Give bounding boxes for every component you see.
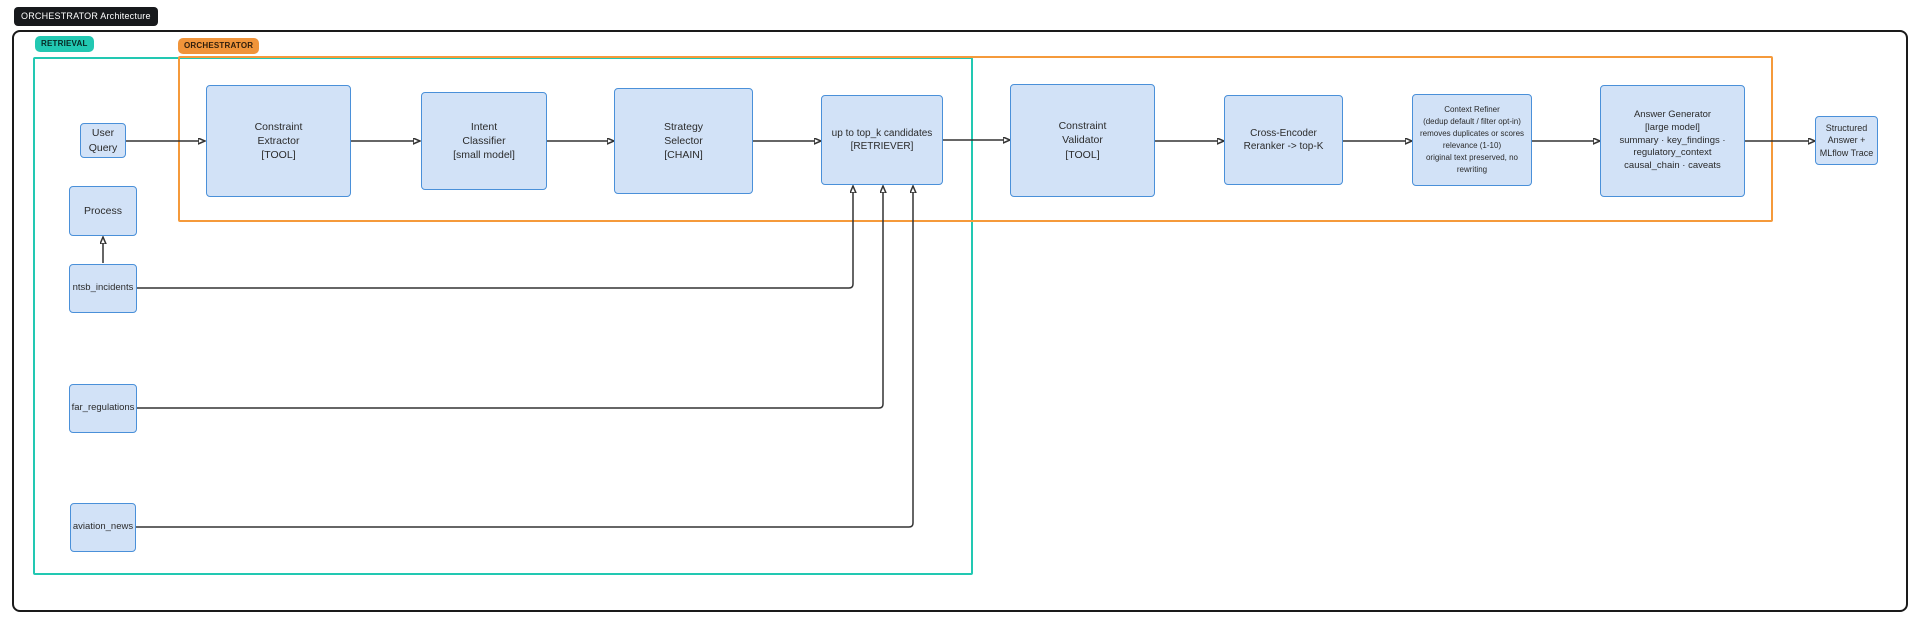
node-constraint-validator: Constraint Validator [TOOL]	[1010, 84, 1155, 197]
node-far-regulations: far_regulations	[69, 384, 137, 433]
node-user-query: User Query	[80, 123, 126, 158]
group-label-retrieval: RETRIEVAL	[35, 36, 94, 52]
node-context-refiner: Context Refiner (dedup default / filter …	[1412, 94, 1532, 186]
node-aviation-news: aviation_news	[70, 503, 136, 552]
diagram-title-badge: ORCHESTRATOR Architecture	[14, 7, 158, 26]
node-ntsb-incidents: ntsb_incidents	[69, 264, 137, 313]
group-orchestrator	[178, 56, 1773, 222]
node-strategy-selector: Strategy Selector [CHAIN]	[614, 88, 753, 194]
group-label-orchestrator: ORCHESTRATOR	[178, 38, 260, 54]
node-intent-classifier: Intent Classifier [small model]	[421, 92, 547, 190]
group-retrieval	[33, 57, 973, 575]
node-process: Process	[69, 186, 137, 236]
node-structured-answer: Structured Answer + MLflow Trace	[1815, 116, 1878, 165]
node-cross-encoder-reranker: Cross-Encoder Reranker -> top-K	[1224, 95, 1343, 185]
node-answer-generator: Answer Generator [large model] summary ·…	[1600, 85, 1745, 197]
node-topk-candidates: up to top_k candidates [RETRIEVER]	[821, 95, 943, 185]
node-constraint-extractor: Constraint Extractor [TOOL]	[206, 85, 351, 197]
